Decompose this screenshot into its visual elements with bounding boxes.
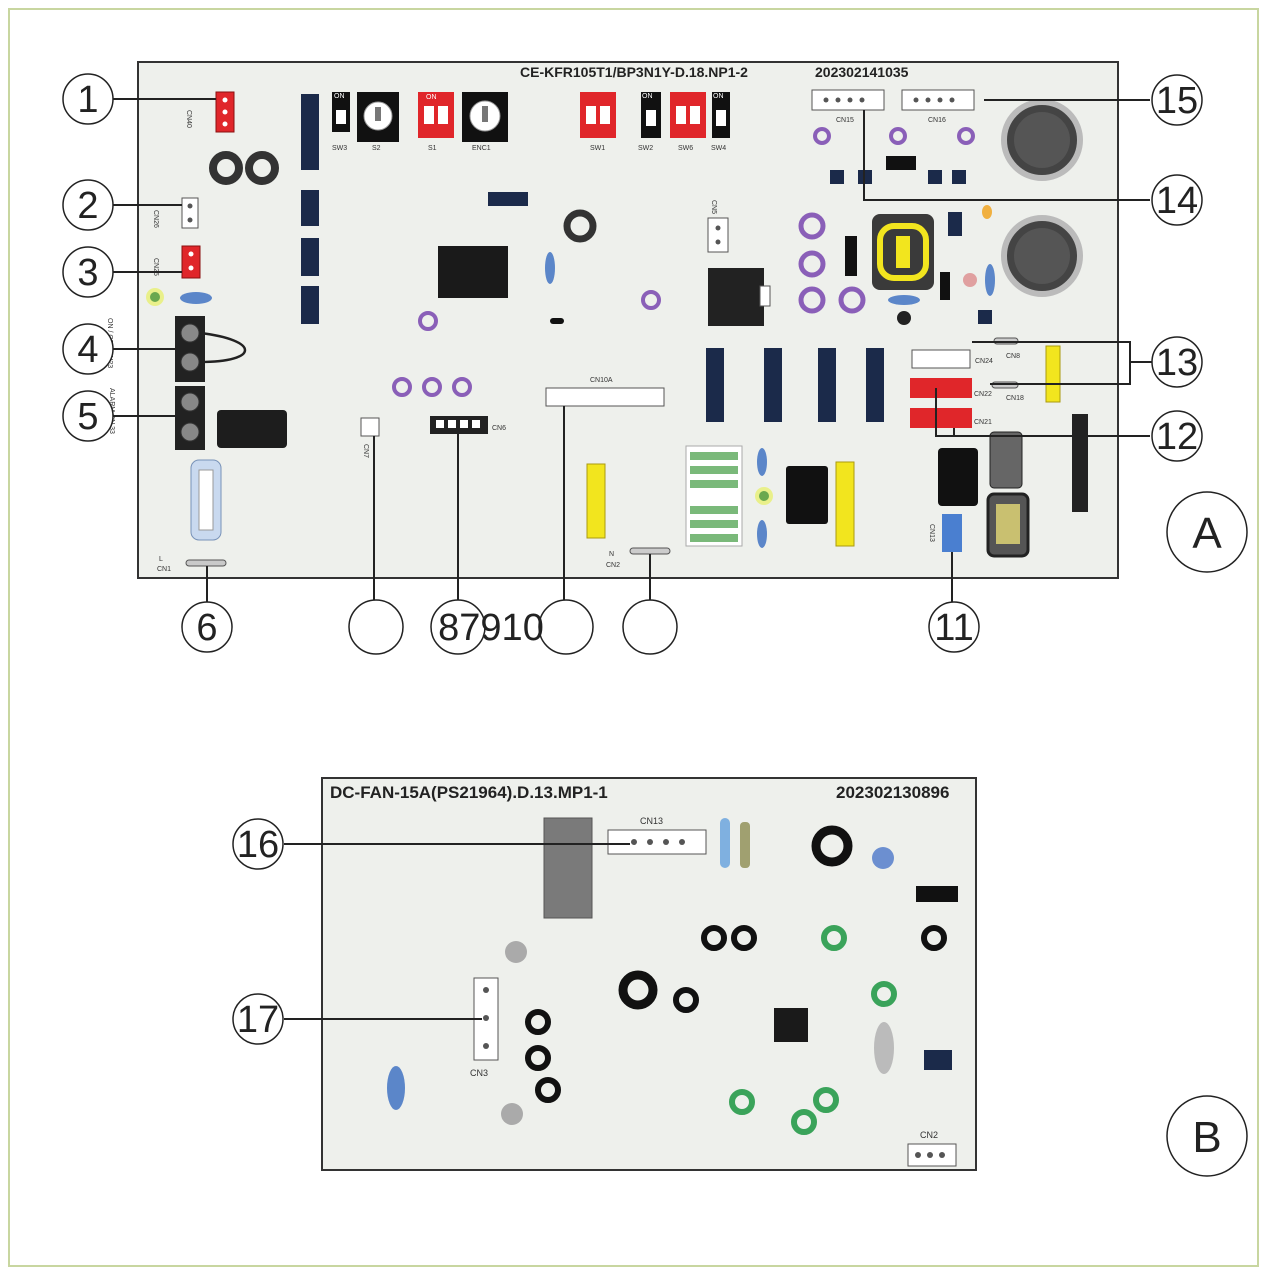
sw3-label: SW3 (332, 145, 347, 152)
cn26-connector (181, 197, 199, 229)
cn13-connector (942, 514, 962, 552)
callout-9-circle (538, 599, 594, 655)
ring-component (563, 209, 597, 243)
cn40-label: CN40 (185, 110, 192, 128)
cn24-connector (911, 349, 971, 369)
cn15-label: CN15 (836, 117, 854, 124)
cn5-connector (707, 217, 729, 253)
callouts-a: 1 2 3 4 5 6 87910 11 12 13 14 15 A (62, 73, 1248, 655)
jumper-wire (199, 331, 247, 364)
cn8-label: CN8 (1006, 353, 1020, 360)
ring-component (811, 825, 853, 867)
board-a-serial: 202302141035 (815, 64, 909, 80)
callout-6: 6 (196, 607, 217, 649)
cn2-b-label: CN2 (920, 1130, 938, 1140)
mcu-chip (438, 246, 508, 298)
callout-2: 2 (77, 185, 98, 227)
svg-text:ON: ON (334, 93, 345, 100)
callout-4: 4 (77, 329, 98, 371)
voltage-regulator (708, 268, 764, 326)
callout-14: 14 (1156, 180, 1198, 222)
l-label: L (159, 556, 163, 563)
sw2-label: SW2 (638, 145, 653, 152)
controller-chip (774, 1008, 808, 1042)
leader-lines-a (112, 98, 1150, 606)
cn24-label: CN24 (975, 358, 993, 365)
cn10a-connector (545, 387, 665, 407)
cn10a-label: CN10A (590, 377, 613, 384)
callout-12: 12 (1156, 416, 1198, 458)
callout-5: 5 (77, 396, 98, 438)
capacitor-blue (180, 292, 212, 304)
panel-b-letter: B (1192, 1113, 1221, 1162)
board-b: DC-FAN-15A(PS21964).D.13.MP1-1 202302130… (284, 777, 977, 1171)
callout-3: 3 (77, 252, 98, 294)
sw1-switch (580, 92, 616, 138)
callout-17: 17 (237, 999, 279, 1041)
cn13-b-connector (607, 829, 707, 855)
purple-rings (392, 127, 975, 397)
svg-text:ON: ON (642, 93, 653, 100)
ring-component (209, 151, 243, 185)
callout-13: 13 (1156, 342, 1198, 384)
svg-text:ON: ON (426, 94, 437, 101)
ring-component (245, 151, 279, 185)
cn7-connector (360, 417, 380, 437)
sw4-label: SW4 (711, 145, 726, 152)
cn21-label: CN21 (974, 419, 992, 426)
callout-8-circle (430, 599, 486, 655)
cn22-label: CN22 (974, 391, 992, 398)
cn7-label: CN7 (362, 444, 369, 458)
cn1-label: CN1 (157, 566, 171, 573)
s2-label: S2 (372, 145, 381, 152)
grey-block (543, 817, 593, 919)
svg-text:ON: ON (713, 93, 724, 100)
cn1-terminal (185, 559, 227, 567)
callout-15: 15 (1156, 80, 1198, 122)
cn5-label: CN5 (710, 200, 717, 214)
enc1-label: ENC1 (472, 145, 491, 152)
cn18-side-label: CN18 (1006, 395, 1024, 402)
callouts-b: 16 17 B (232, 818, 1248, 1177)
callout-1: 1 (77, 79, 98, 121)
cn13-b-label: CN13 (640, 816, 663, 826)
callout-16: 16 (237, 824, 279, 866)
board-b-model: DC-FAN-15A(PS21964).D.13.MP1-1 (330, 783, 608, 802)
board-a: CE-KFR105T1/BP3N1Y-D.18.NP1-2 2023021410… (106, 61, 1150, 606)
capacitor-blue (387, 1066, 405, 1110)
callout-10-circle (622, 599, 678, 655)
cn6-label: CN6 (492, 425, 506, 432)
callout-11: 11 (934, 607, 973, 649)
cn21-connector (910, 408, 972, 428)
callout-7-10-label: 87910 (438, 607, 544, 649)
sw6-label: SW6 (678, 145, 693, 152)
cn26-label: CN26 (152, 210, 159, 228)
pin-headers-left (301, 94, 319, 324)
heatsink (685, 445, 743, 547)
cn13-label: CN13 (928, 524, 935, 542)
sw6-switch (670, 92, 706, 138)
panel-b-marker (1166, 1095, 1248, 1177)
panel-a-marker (1166, 491, 1248, 573)
sw1-label: SW1 (590, 145, 605, 152)
ic-row (706, 348, 884, 422)
callout-7-circle (348, 599, 404, 655)
relay-block (217, 410, 287, 448)
cn22-connector (910, 378, 972, 398)
board-b-serial: 202302130896 (836, 783, 949, 802)
switch-row: ON SW3 S2 ON S1 ENC1 SW1 ON SW2 SW6 (332, 92, 730, 152)
panel-a-letter: A (1192, 509, 1222, 558)
s1-label: S1 (428, 145, 437, 152)
cn25-label: CN25 (152, 258, 159, 276)
cn3-label: CN3 (470, 1068, 488, 1078)
cn2-label: CN2 (606, 562, 620, 569)
board-a-model: CE-KFR105T1/BP3N1Y-D.18.NP1-2 (520, 64, 748, 80)
cn25-connector (181, 245, 201, 279)
n-label: N (609, 551, 614, 558)
figure-frame (8, 8, 1259, 1267)
leader-lines-b (284, 843, 630, 1020)
cn16-label: CN16 (928, 117, 946, 124)
